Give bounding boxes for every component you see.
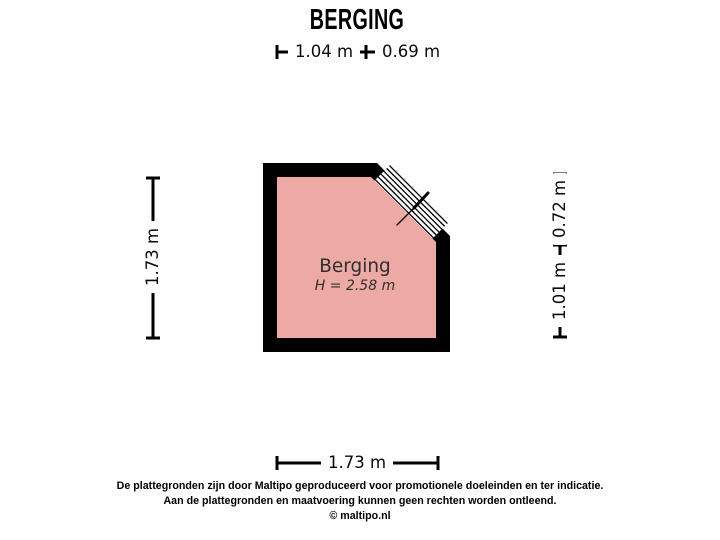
dimension-value: 0.69 m: [381, 41, 441, 61]
dimension-label-bottom-width: 1.73 m: [320, 451, 394, 475]
dimension-label-left-height: 1.73 m: [141, 220, 165, 294]
room-floor: [277, 177, 436, 338]
dimension-value: 1.04 m: [294, 41, 354, 61]
footer-line-1: De plattegronden zijn door Maltipo gepro…: [116, 480, 604, 492]
footer-line-2: Aan de plattegronden en maatvoering kunn…: [163, 495, 557, 507]
dimension-value: 1.73 m: [142, 227, 162, 287]
footer-disclaimer: De plattegronden zijn door Maltipo gepro…: [0, 479, 720, 524]
footer-line-3: © maltipo.nl: [329, 510, 391, 522]
door-icon: [373, 163, 450, 240]
room-height-label: H = 2.58 m: [314, 278, 396, 294]
door-swing-line: [396, 191, 430, 226]
dimension-value: 0.72 m: [549, 179, 569, 239]
dimension-label-top-width-2: 0.69 m: [374, 40, 448, 64]
page-title: BERGING: [309, 4, 405, 36]
room-name-label: Berging: [319, 255, 391, 277]
dimension-label-top-width-1: 1.04 m: [287, 40, 361, 64]
dimension-value: 1.73 m: [327, 452, 387, 472]
dimension-value: 1.01 m: [549, 261, 569, 321]
dimension-label-right-height-2: 1.01 m: [548, 254, 572, 328]
door-band: [373, 163, 450, 240]
door-hatch-lines: [374, 165, 448, 239]
dimension-label-right-height-1: 0.72 m: [548, 172, 572, 246]
